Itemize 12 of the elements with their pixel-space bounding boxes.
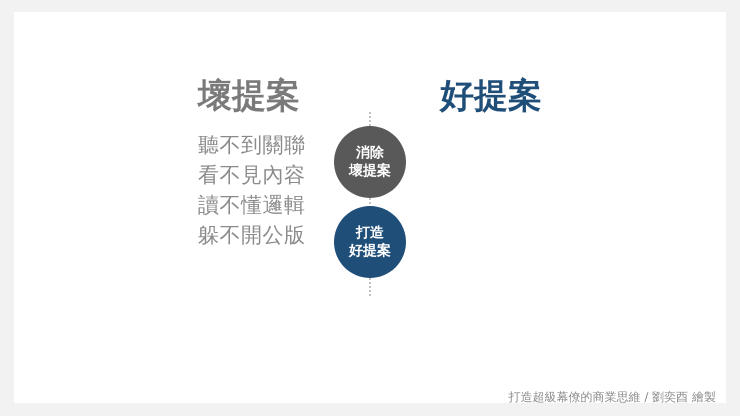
column-heading: 好提案: [440, 76, 542, 116]
dotted-line: [369, 278, 371, 296]
list-item: 看不見內容: [198, 163, 306, 188]
list-item: 讀不懂邏輯: [198, 193, 306, 218]
column-heading: 壞提案: [198, 76, 300, 116]
caption: 打造超級幕僚的商業思維 / 劉奕酉 繪製: [508, 389, 716, 405]
node-label: 消除壞提案: [349, 144, 391, 180]
dotted-line: [369, 112, 371, 126]
node-label: 打造好提案: [349, 224, 391, 260]
dotted-line: [369, 198, 371, 206]
list-item: 聽不到關聯: [198, 133, 306, 158]
list-item: 躲不開公版: [198, 223, 306, 248]
